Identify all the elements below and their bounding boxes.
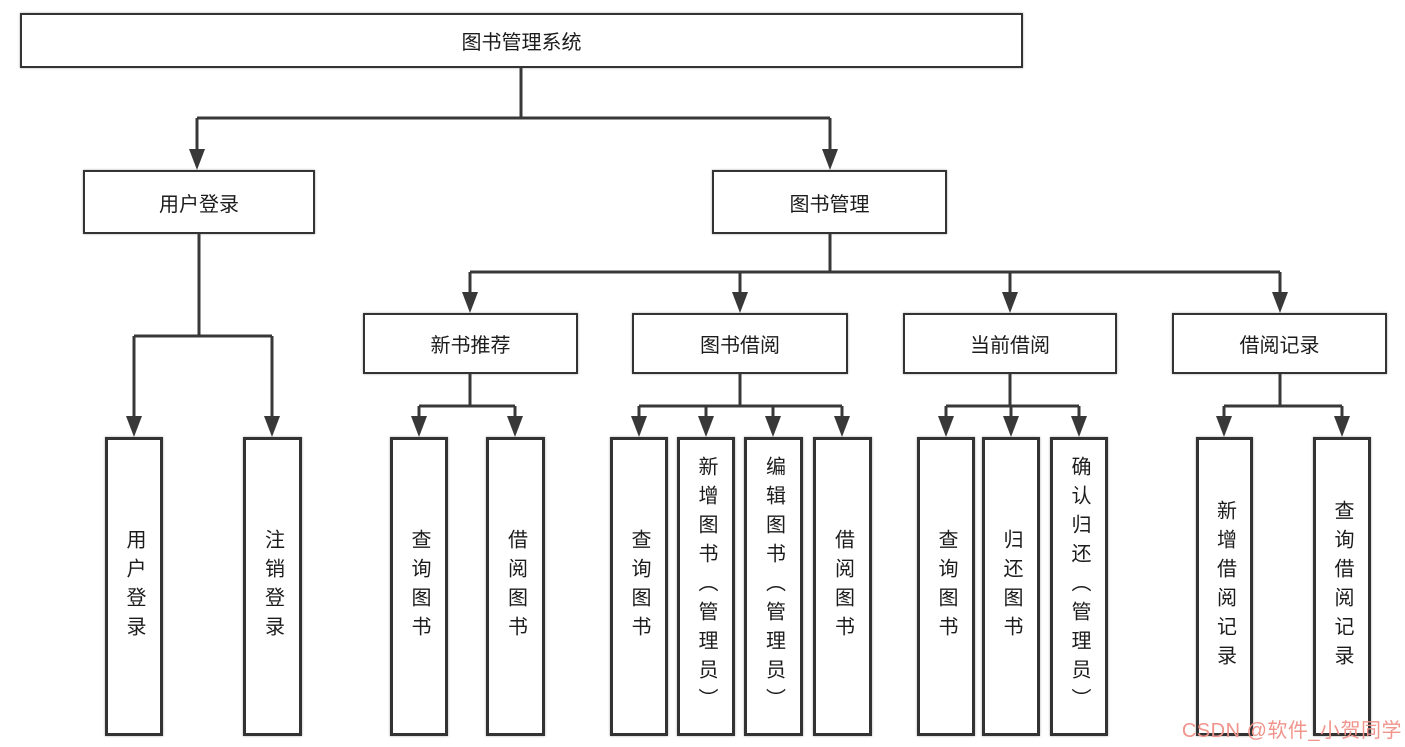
arrowhead-icon (834, 416, 850, 437)
arrowhead-icon (822, 149, 838, 170)
node-label: 查询图书 (628, 528, 650, 645)
node-label: 借阅图书 (831, 528, 854, 645)
connector-user-login-split (132, 234, 274, 421)
connector-root-split (195, 68, 832, 152)
arrowhead-icon (732, 292, 748, 313)
node-label: 新书推荐 (430, 335, 511, 357)
arrowhead-icon (411, 416, 427, 437)
arrowhead-icon (189, 149, 205, 170)
leaf-current-return-books: 归还图书 (982, 437, 1040, 736)
node-label: 新增图书（管理员） (695, 456, 717, 717)
node-label: 归还图书 (1000, 528, 1022, 645)
node-user-login: 用户登录 (83, 170, 315, 234)
connector-book-management-split (468, 234, 1282, 296)
leaf-newbook-borrow-books: 借阅图书 (486, 437, 545, 736)
node-current-borrow: 当前借阅 (903, 313, 1117, 374)
node-label: 新增借阅记录 (1213, 499, 1236, 674)
node-label: 注销登录 (261, 528, 284, 645)
arrowhead-icon (698, 416, 714, 437)
arrowhead-icon (1272, 292, 1288, 313)
connector-borrow-record-split (1222, 374, 1344, 421)
connector-book-borrow-split (637, 374, 844, 421)
leaf-logout: 注销登录 (243, 437, 302, 736)
node-label: 借阅记录 (1239, 335, 1320, 357)
leaf-user-login: 用户登录 (105, 437, 163, 736)
arrowhead-icon (1334, 416, 1350, 437)
node-label: 编辑图书（管理员） (762, 456, 785, 717)
node-label: 用户登录 (123, 528, 145, 645)
connector-current-borrow-split (944, 374, 1081, 421)
leaf-borrow-borrow-books: 借阅图书 (813, 437, 872, 736)
node-label: 图书管理 (789, 193, 870, 216)
csdn-watermark: CSDN @软件_小贺同学 (1181, 720, 1402, 742)
leaf-current-confirm-return-admin: 确认归还（管理员） (1050, 437, 1108, 736)
leaf-record-add-borrow-record: 新增借阅记录 (1196, 437, 1253, 736)
connector-new-book-split (417, 374, 517, 421)
node-label: 确认归还（管理员） (1068, 456, 1090, 717)
node-library-management-system: 图书管理系统 (20, 13, 1023, 68)
node-label: 用户登录 (159, 193, 239, 216)
arrowhead-icon (1216, 416, 1232, 437)
node-label: 查询图书 (935, 528, 957, 645)
arrowhead-icon (1003, 416, 1019, 437)
leaf-newbook-query-books: 查询图书 (390, 437, 448, 736)
arrowhead-icon (1071, 416, 1087, 437)
leaf-borrow-query-books: 查询图书 (610, 437, 668, 736)
node-book-borrow: 图书借阅 (632, 313, 848, 374)
arrowhead-icon (462, 292, 478, 313)
arrowhead-icon (765, 416, 781, 437)
arrowhead-icon (126, 416, 142, 437)
node-label: 图书管理系统 (461, 32, 582, 54)
node-label: 图书借阅 (700, 335, 780, 357)
node-label: 查询借阅记录 (1331, 499, 1353, 674)
leaf-current-query-books: 查询图书 (917, 437, 975, 736)
node-label: 查询图书 (408, 528, 430, 645)
leaf-record-query-borrow-record: 查询借阅记录 (1313, 437, 1371, 736)
node-book-management: 图书管理 (712, 170, 947, 234)
arrowhead-icon (1002, 292, 1018, 313)
leaf-borrow-add-books-admin: 新增图书（管理员） (677, 437, 735, 736)
arrowhead-icon (264, 416, 280, 437)
node-new-book-recommend: 新书推荐 (363, 313, 578, 374)
node-borrow-record: 借阅记录 (1172, 313, 1387, 374)
node-label: 当前借阅 (970, 335, 1050, 357)
leaf-borrow-edit-books-admin: 编辑图书（管理员） (744, 437, 803, 736)
arrowhead-icon (507, 416, 523, 437)
arrowhead-icon (938, 416, 954, 437)
arrowhead-icon (631, 416, 647, 437)
node-label: 借阅图书 (504, 528, 527, 645)
